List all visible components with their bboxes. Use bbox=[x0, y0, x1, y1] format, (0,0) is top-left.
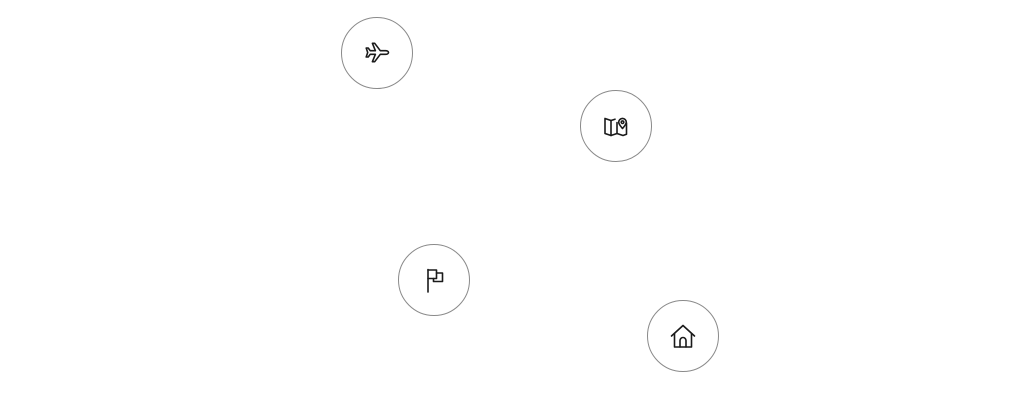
flag-button[interactable] bbox=[398, 244, 470, 316]
airplane-icon bbox=[362, 38, 392, 68]
airplane-button[interactable] bbox=[341, 17, 413, 89]
map-button[interactable] bbox=[580, 90, 652, 162]
home-button[interactable] bbox=[647, 300, 719, 372]
home-icon bbox=[668, 321, 698, 351]
map-pin-icon bbox=[601, 111, 631, 141]
flag-icon bbox=[419, 265, 449, 295]
